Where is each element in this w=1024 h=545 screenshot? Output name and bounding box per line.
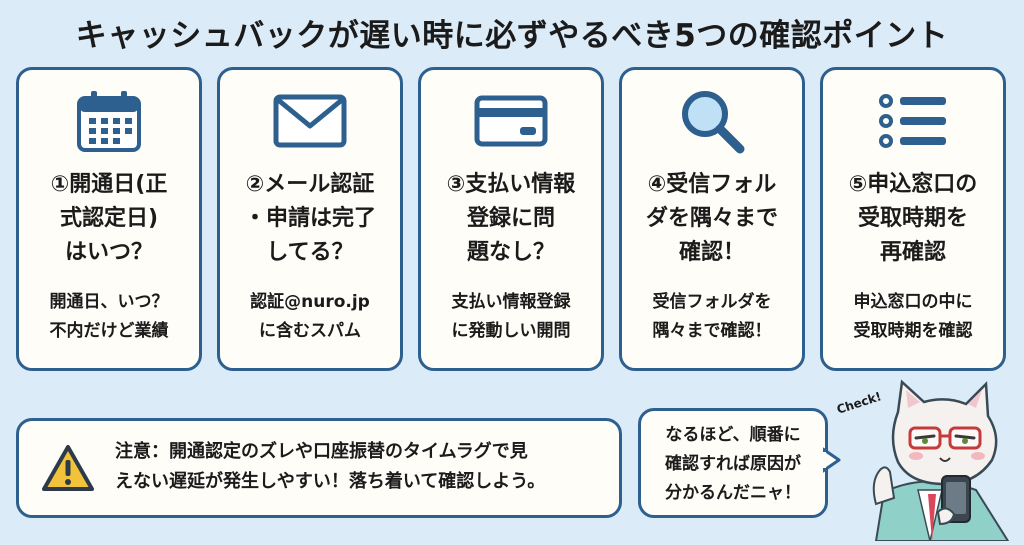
description-line: 認証@nuro.jp	[250, 292, 370, 312]
heading-line: 受取時期を	[857, 206, 968, 231]
heading-line: ①開通日(正	[50, 172, 168, 197]
checkpoint-card-4: ④受信フォル ダを隅々まで 確認！ 受信フォルダを 隅々まで確認！	[619, 67, 805, 371]
warning-icon	[41, 444, 95, 496]
credit-card-icon	[421, 88, 601, 154]
description-line: に含むスパム	[259, 321, 361, 341]
checkpoint-heading: ②メール認証 ・申請は完了 してる？	[224, 168, 396, 270]
heading-line: ②メール認証	[245, 172, 375, 197]
checkpoint-description: 申込窓口の中に 受取時期を確認	[827, 288, 999, 346]
warning-note: 注意：開通認定のズレや口座振替のタイムラグで見 えない遅延が発生しやすい！落ち着…	[16, 418, 622, 518]
heading-line: ③支払い情報	[446, 172, 576, 197]
checkpoint-heading: ⑤申込窓口の 受取時期を 再確認	[827, 168, 999, 270]
speech-text: なるほど、順番に 確認すれば原因が 分かるんだニャ！	[647, 421, 819, 508]
heading-line: 式認定日)	[59, 206, 159, 231]
checkpoint-heading: ③支払い情報 登録に問 題なし？	[425, 168, 597, 270]
heading-line: ・申請は完了	[243, 206, 376, 231]
heading-line: 再確認	[879, 240, 946, 265]
heading-line: はいつ？	[64, 240, 153, 265]
heading-line: してる？	[266, 240, 354, 265]
list-icon	[823, 88, 1003, 154]
checkpoint-card-1: ①開通日(正 式認定日) はいつ？ 開通日、いつ？ 不内だけど業績	[16, 67, 202, 371]
heading-line: 確認！	[678, 240, 745, 265]
magnifier-icon	[622, 88, 802, 154]
checkpoint-card-5: ⑤申込窓口の 受取時期を 再確認 申込窓口の中に 受取時期を確認	[820, 67, 1006, 371]
warning-line: 注意：開通認定のズレや口座振替のタイムラグで見	[115, 441, 528, 462]
speech-line: 確認すれば原因が	[665, 454, 801, 474]
speech-line: なるほど、順番に	[665, 425, 801, 445]
checkpoint-description: 支払い情報登録 に発動しい開問	[425, 288, 597, 346]
description-line: 受信フォルダを	[652, 292, 772, 312]
speech-bubble: なるほど、順番に 確認すれば原因が 分かるんだニャ！	[638, 408, 841, 518]
description-line: 支払い情報登録	[451, 292, 571, 312]
checkpoint-heading: ④受信フォル ダを隅々まで 確認！	[626, 168, 798, 270]
envelope-icon	[220, 88, 400, 154]
description-line: 受取時期を確認	[853, 321, 973, 341]
heading-line: ダを隅々まで	[645, 206, 778, 231]
description-line: 開通日、いつ？	[49, 292, 169, 312]
heading-line: 登録に問	[466, 206, 555, 231]
speech-line: 分かるんだニャ！	[665, 483, 801, 503]
checkpoint-description: 受信フォルダを 隅々まで確認！	[626, 288, 798, 346]
heading-line: 題なし？	[466, 240, 555, 265]
description-line: 申込窓口の中に	[853, 292, 973, 312]
checkpoint-description: 認証@nuro.jp に含むスパム	[224, 288, 396, 346]
warning-text: 注意：開通認定のズレや口座振替のタイムラグで見 えない遅延が発生しやすい！落ち着…	[115, 437, 611, 497]
description-line: 不内だけど業績	[49, 321, 169, 341]
speech-tail	[823, 447, 841, 473]
description-line: 隅々まで確認！	[652, 321, 772, 341]
checkpoint-cards: ①開通日(正 式認定日) はいつ？ 開通日、いつ？ 不内だけど業績 ②メール認証…	[16, 67, 1008, 373]
description-line: に発動しい開問	[451, 321, 571, 341]
warning-line: えない遅延が発生しやすい！落ち着いて確認しよう。	[115, 471, 546, 492]
checkpoint-card-2: ②メール認証 ・申請は完了 してる？ 認証@nuro.jp に含むスパム	[217, 67, 403, 371]
heading-line: ④受信フォル	[647, 172, 777, 197]
page-title: キャッシュバックが遅い時に必ずやるべき5つの確認ポイント	[75, 18, 949, 54]
heading-line: ⑤申込窓口の	[848, 172, 978, 197]
checkpoint-card-3: ③支払い情報 登録に問 題なし？ 支払い情報登録 に発動しい開問	[418, 67, 604, 371]
cat-mascot	[836, 372, 1016, 545]
checkpoint-heading: ①開通日(正 式認定日) はいつ？	[23, 168, 195, 270]
calendar-icon	[19, 88, 199, 154]
checkpoint-description: 開通日、いつ？ 不内だけど業績	[23, 288, 195, 346]
